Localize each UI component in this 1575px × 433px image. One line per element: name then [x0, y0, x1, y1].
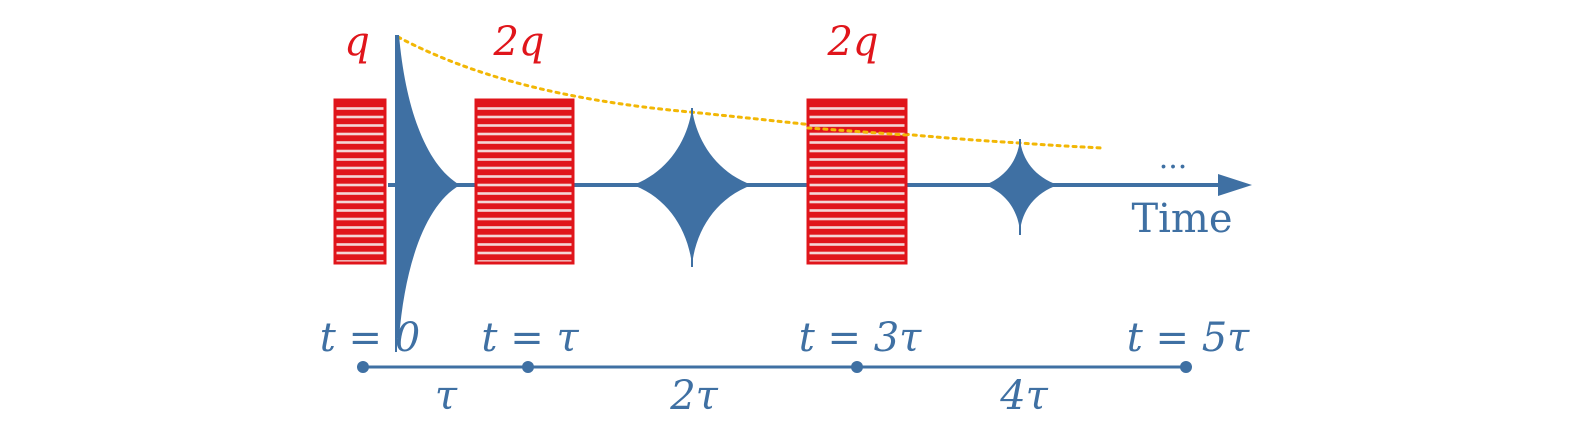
timeline-node-t0 [357, 361, 369, 373]
pulse-label-q: q [344, 19, 370, 65]
interval-label-2tau: 2τ [669, 373, 718, 419]
time-mark-t5: t = 5τ [1127, 315, 1250, 361]
time-axis-label: Time [1131, 196, 1232, 242]
pulse-block-q [333, 98, 387, 265]
time-mark-t1: t = τ [481, 315, 579, 361]
pulse-block-2q-second [806, 98, 908, 265]
interval-label-4tau: 4τ [999, 373, 1048, 419]
decay-envelope-overlay [806, 126, 908, 137]
echo-signal-0 [396, 35, 460, 338]
timeline-node-t1 [522, 361, 534, 373]
pulse-label-2q-first: 2q [492, 19, 544, 65]
decay-envelope-curve [396, 35, 1104, 150]
pulse-label-2q-second: 2q [826, 19, 878, 65]
time-mark-t0: t = 0 [320, 315, 420, 361]
timeline-node-t5 [1180, 361, 1192, 373]
time-mark-t3: t = 3τ [799, 315, 922, 361]
interval-label-tau: τ [435, 373, 458, 419]
time-axis-arrowhead [1218, 174, 1252, 196]
echo-signal-4tau [985, 139, 1058, 232]
pulse-block-2q-first [474, 98, 575, 265]
ellipsis-label: ... [1159, 141, 1188, 176]
timeline-node-t3 [851, 361, 863, 373]
